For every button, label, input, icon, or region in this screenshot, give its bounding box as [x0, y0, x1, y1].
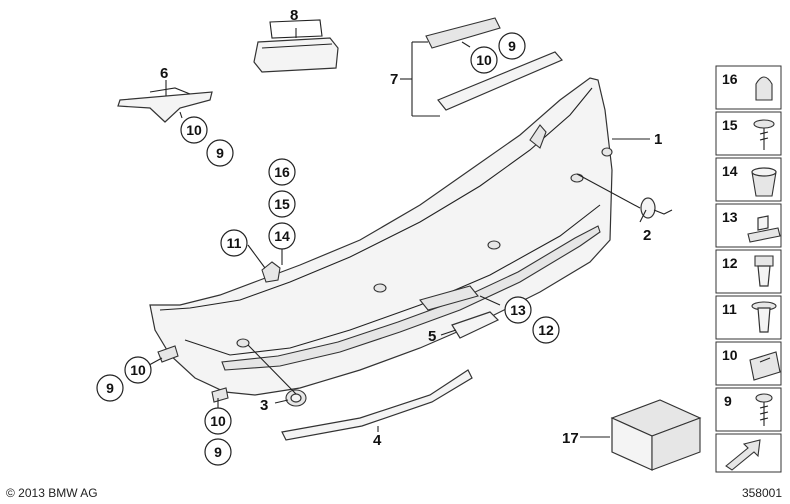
rear-bumper-panel[interactable]: [149, 77, 613, 396]
panel-item-14[interactable]: 14: [715, 157, 782, 202]
panel-item-12-number: 12: [722, 255, 738, 271]
diagram-number: 358001: [742, 486, 782, 500]
screw-washer-icon: [753, 119, 775, 150]
callout-16-text: 16: [274, 164, 290, 180]
callout-12[interactable]: 12: [532, 316, 560, 344]
leader-lines: [139, 28, 650, 438]
callout-left-9-text: 9: [106, 380, 114, 396]
lower-bracket[interactable]: [157, 345, 229, 403]
small-parts-panel: 16 15 14 13: [715, 65, 782, 473]
callout-left-10[interactable]: 10: [124, 356, 152, 384]
pdc-sensor[interactable]: [285, 389, 307, 407]
copyright-text: © 2013 BMW AG: [6, 486, 98, 500]
callout-6-9[interactable]: 9: [206, 139, 234, 167]
callout-6-9-text: 9: [216, 145, 224, 161]
callout-6-10[interactable]: 10: [180, 116, 208, 144]
label-part-3: 3: [260, 397, 268, 414]
callout-16[interactable]: 16: [268, 158, 296, 186]
label-part-17: 17: [562, 430, 579, 447]
trim-strip[interactable]: [281, 369, 473, 441]
label-part-6: 6: [160, 65, 168, 82]
clip-nut-icon: [747, 215, 781, 243]
panel-item-16-number: 16: [722, 71, 738, 87]
panel-item-9[interactable]: 9: [715, 387, 782, 432]
callout-7-10-text: 10: [476, 52, 492, 68]
panel-item-9-number: 9: [724, 393, 732, 409]
callout-13[interactable]: 13: [504, 296, 532, 324]
panel-item-15-number: 15: [722, 117, 738, 133]
callout-7-9[interactable]: 9: [498, 32, 526, 60]
callout-bottom-10-text: 10: [210, 413, 226, 429]
panel-item-13-number: 13: [722, 209, 738, 225]
bracket-left[interactable]: [117, 87, 213, 123]
panel-item-10-number: 10: [722, 347, 738, 363]
callout-11[interactable]: 11: [220, 229, 248, 257]
repair-kit-box[interactable]: [610, 399, 702, 471]
tapping-screw-icon: [755, 393, 773, 426]
guide-rail[interactable]: [425, 17, 563, 111]
callout-left-10-text: 10: [130, 362, 146, 378]
panel-item-11[interactable]: 11: [715, 295, 782, 340]
panel-item-15[interactable]: 15: [715, 111, 782, 156]
callout-11-text: 11: [227, 235, 242, 251]
label-part-7: 7: [390, 71, 398, 88]
panel-item-14-number: 14: [722, 163, 738, 179]
callout-15-text: 15: [274, 196, 290, 212]
callout-bottom-10[interactable]: 10: [204, 407, 232, 435]
expanding-nut-icon: [751, 167, 777, 197]
arrow-icon: [725, 439, 761, 471]
callout-left-9[interactable]: 9: [96, 374, 124, 402]
expanding-rivet-icon: [751, 301, 777, 333]
label-part-4: 4: [373, 432, 382, 449]
callout-15[interactable]: 15: [268, 190, 296, 218]
sensor-cap[interactable]: [640, 197, 673, 219]
label-part-5: 5: [428, 328, 436, 345]
callout-14[interactable]: 14: [268, 222, 296, 250]
cap-nut-icon: [755, 76, 773, 101]
callout-14-text: 14: [274, 228, 290, 244]
label-part-1: 1: [654, 131, 662, 148]
callout-13-text: 13: [510, 302, 526, 318]
callout-bottom-9[interactable]: 9: [204, 438, 232, 466]
spring-nut-icon: [749, 351, 781, 381]
panel-item-11-number: 11: [722, 301, 737, 317]
hex-bolt-icon: [754, 255, 774, 287]
label-part-8: 8: [290, 7, 298, 24]
navigation-arrow-button[interactable]: [715, 433, 782, 473]
label-part-2: 2: [643, 227, 651, 244]
panel-item-13[interactable]: 13: [715, 203, 782, 248]
panel-item-10[interactable]: 10: [715, 341, 782, 386]
panel-item-12[interactable]: 12: [715, 249, 782, 294]
callout-7-10[interactable]: 10: [470, 46, 498, 74]
callout-bottom-9-text: 9: [214, 444, 222, 460]
buffer-part[interactable]: [253, 19, 339, 73]
callout-6-10-text: 10: [186, 122, 202, 138]
towing-cover[interactable]: [451, 311, 500, 339]
callout-7-9-text: 9: [508, 38, 516, 54]
callout-12-text: 12: [538, 322, 554, 338]
panel-item-16[interactable]: 16: [715, 65, 782, 110]
